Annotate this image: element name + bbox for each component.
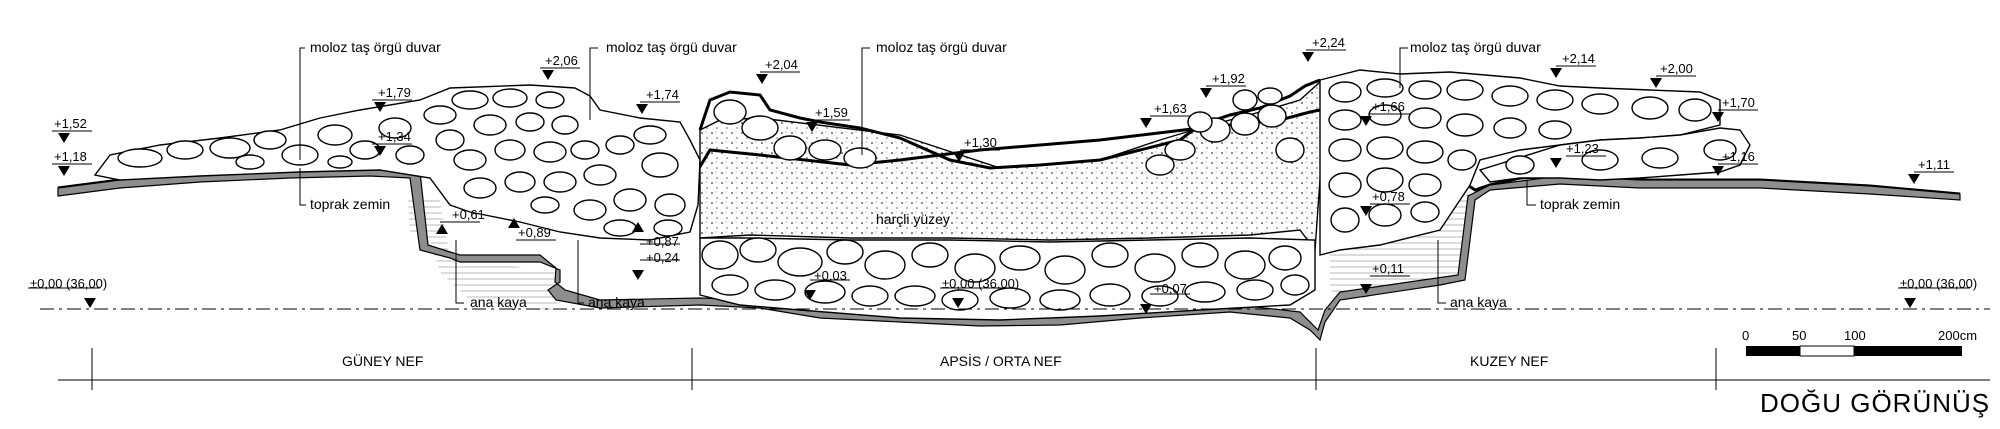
svg-text:+1,70: +1,70 xyxy=(1722,95,1755,110)
scale-tick-50: 50 xyxy=(1792,328,1806,343)
svg-text:+0,07: +0,07 xyxy=(1154,281,1187,296)
level-marker: +1,79 xyxy=(372,85,412,112)
svg-text:+0,87: +0,87 xyxy=(646,234,679,249)
svg-text:+0,78: +0,78 xyxy=(1372,189,1405,204)
level-marker: +2,14 xyxy=(1550,51,1596,78)
svg-text:+1,59: +1,59 xyxy=(815,105,848,120)
svg-text:+1,79: +1,79 xyxy=(378,85,411,100)
level-marker: +0,78 xyxy=(1360,189,1410,216)
svg-text:+2,04: +2,04 xyxy=(765,57,798,72)
level-marker: +1,52 xyxy=(52,116,92,143)
svg-text:+0,61: +0,61 xyxy=(452,207,485,222)
label-wall-1: moloz taş örgü duvar xyxy=(310,39,441,55)
level-marker: +0,89 xyxy=(508,218,556,241)
level-marker: +1,30 xyxy=(953,135,1000,162)
level-marker: +1,63 xyxy=(1140,101,1190,128)
label-soil-1: toprak zemin xyxy=(310,196,390,212)
scale-tick-0: 0 xyxy=(1742,328,1749,343)
level-marker: ±0,00 (36,00) xyxy=(28,276,107,308)
level-marker: +0,24 xyxy=(632,250,680,280)
level-marker: +2,06 xyxy=(540,53,580,80)
level-marker: +2,04 xyxy=(756,57,800,84)
svg-text:±0,00 (36,00): ±0,00 (36,00) xyxy=(1900,276,1977,291)
bedrock-band xyxy=(57,167,1961,342)
level-marker: +1,70 xyxy=(1712,95,1758,122)
level-marker: +0,61 xyxy=(436,207,485,234)
section-label-apse: APSİS / ORTA NEF xyxy=(940,352,1062,369)
level-marker: +1,59 xyxy=(806,105,850,132)
rubble-wall-south xyxy=(93,84,701,241)
svg-text:±0,00 (36,00): ±0,00 (36,00) xyxy=(30,276,107,291)
elevation-markers: +1,52 +1,18 +1,79 +1,34 +2,06 +1,74 +2,0… xyxy=(28,35,1977,314)
svg-text:+1,23: +1,23 xyxy=(1566,141,1599,156)
drawing-title: DOĞU GÖRÜNÜŞ xyxy=(1760,388,1990,418)
label-rock-1: ana kaya xyxy=(470,294,527,310)
svg-text:+1,52: +1,52 xyxy=(54,116,87,131)
svg-text:+0,24: +0,24 xyxy=(646,250,679,265)
level-marker: +1,74 xyxy=(636,87,680,114)
svg-text:+1,66: +1,66 xyxy=(1372,99,1405,114)
label-rock-2: ana kaya xyxy=(588,294,645,310)
svg-text:+1,18: +1,18 xyxy=(54,149,87,164)
svg-text:+1,63: +1,63 xyxy=(1154,101,1187,116)
svg-text:+0,11: +0,11 xyxy=(1372,261,1404,276)
svg-text:+2,24: +2,24 xyxy=(1312,35,1345,50)
svg-text:+1,92: +1,92 xyxy=(1212,71,1245,86)
level-marker: +1,23 xyxy=(1550,141,1606,168)
svg-text:+1,74: +1,74 xyxy=(646,87,679,102)
level-marker: +1,11 xyxy=(1908,157,1954,184)
level-marker: +1,18 xyxy=(52,149,92,176)
scale-tick-200: 200cm xyxy=(1938,328,1977,343)
label-mortar: harçli yüzey xyxy=(876,211,950,227)
level-marker: ±0,00 (36,00) xyxy=(940,276,1019,308)
label-rock-3: ana kaya xyxy=(1450,294,1507,310)
svg-text:+1,34: +1,34 xyxy=(378,129,411,144)
level-marker: +2,00 xyxy=(1650,61,1696,88)
level-marker: +1,66 xyxy=(1360,99,1410,126)
label-wall-2: moloz taş örgü duvar xyxy=(606,39,737,55)
level-marker: +1,16 xyxy=(1712,149,1758,176)
svg-text:+1,11: +1,11 xyxy=(1918,157,1950,172)
annotations: moloz taş örgü duvar moloz taş örgü duva… xyxy=(299,39,1620,310)
level-marker: +0,03 xyxy=(804,268,850,300)
level-marker: +2,24 xyxy=(1302,35,1346,62)
scale-tick-100: 100 xyxy=(1844,328,1866,343)
level-marker: +1,34 xyxy=(372,129,412,156)
svg-text:+0,03: +0,03 xyxy=(814,268,847,283)
label-soil-2: toprak zemin xyxy=(1540,196,1620,212)
svg-text:±0,00 (36,00): ±0,00 (36,00) xyxy=(942,276,1019,291)
label-wall-4: moloz taş örgü duvar xyxy=(1410,39,1541,55)
section-band: GÜNEY NEF APSİS / ORTA NEF KUZEY NEF xyxy=(58,348,1990,390)
svg-text:+0,89: +0,89 xyxy=(518,225,551,240)
level-marker: +0,11 xyxy=(1360,261,1410,294)
section-label-north: KUZEY NEF xyxy=(1470,353,1548,369)
level-marker: +1,92 xyxy=(1200,71,1246,98)
level-marker: +0,87 xyxy=(632,222,680,249)
apse-wall xyxy=(698,78,1326,321)
scale-bar: 0 50 100 200cm xyxy=(1742,328,1977,357)
svg-text:+2,06: +2,06 xyxy=(545,53,578,68)
svg-text:+2,00: +2,00 xyxy=(1660,61,1693,76)
rubble-wall-north xyxy=(1319,69,1751,256)
svg-text:+1,30: +1,30 xyxy=(964,135,997,150)
svg-text:+1,16: +1,16 xyxy=(1722,149,1755,164)
level-marker: ±0,00 (36,00) xyxy=(1898,276,1977,308)
svg-text:+2,14: +2,14 xyxy=(1562,51,1595,66)
title-text: DOĞU GÖRÜNÜŞ xyxy=(1760,388,1990,418)
level-marker: +0,07 xyxy=(1140,281,1190,314)
section-label-south: GÜNEY NEF xyxy=(342,352,423,369)
label-wall-3: moloz taş örgü duvar xyxy=(876,39,1007,55)
